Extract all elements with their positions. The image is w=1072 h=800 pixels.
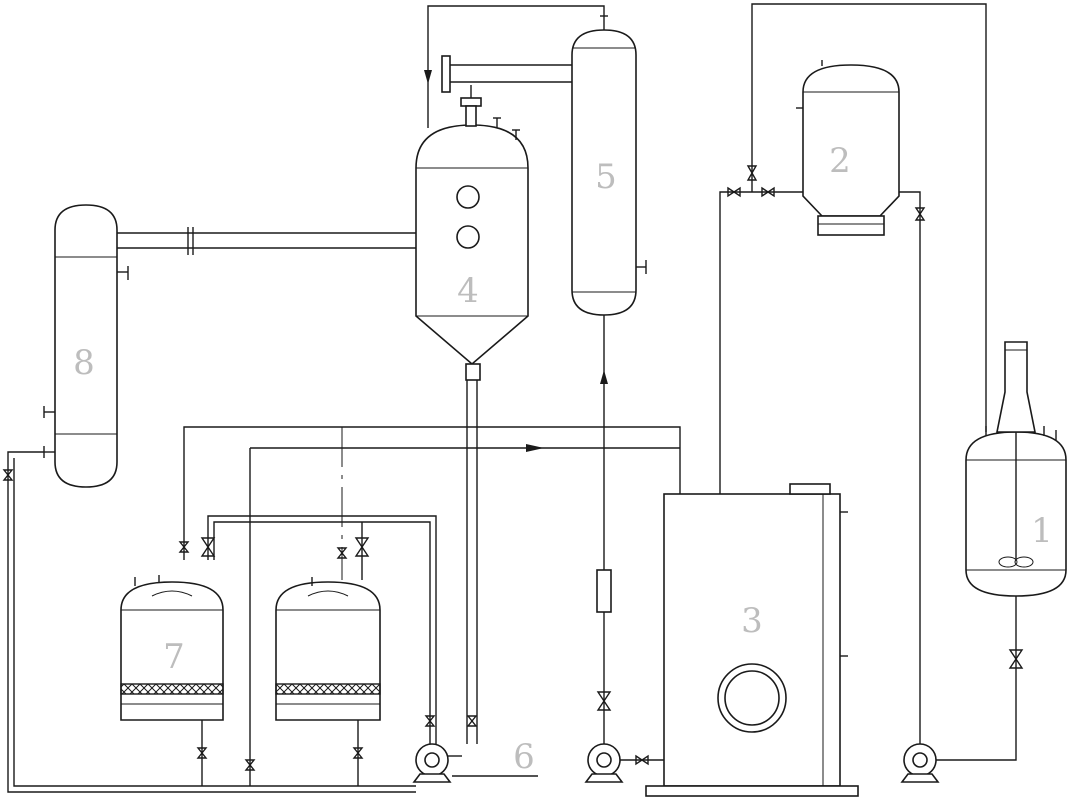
label-unit-7: 7 [163,637,185,677]
label-unit-5: 5 [595,157,617,197]
vessel-7-tank-b [275,577,381,721]
pump-6 [412,743,538,783]
vessel-4-evaporator [415,85,529,381]
piping [7,3,1017,793]
vessel-2-tank [796,60,900,236]
vessel-1-reactor [965,341,1067,597]
vessel-3-boiler [645,483,859,797]
pump-reactor [900,743,940,783]
label-unit-6: 6 [513,737,535,777]
label-unit-2: 2 [829,141,851,181]
flow-arrows [424,70,608,452]
label-unit-1: 1 [1031,511,1053,551]
label-unit-3: 3 [741,601,763,641]
vessel-5-condenser [441,12,647,316]
vessel-8-condenser [43,204,129,488]
valves [2,165,1024,771]
label-unit-4: 4 [457,271,479,311]
vessel-7-tank-a [120,575,224,721]
vapour-line-4-to-8 [117,227,416,255]
pump-boiler-feed [584,743,624,783]
label-unit-8: 8 [73,343,95,383]
